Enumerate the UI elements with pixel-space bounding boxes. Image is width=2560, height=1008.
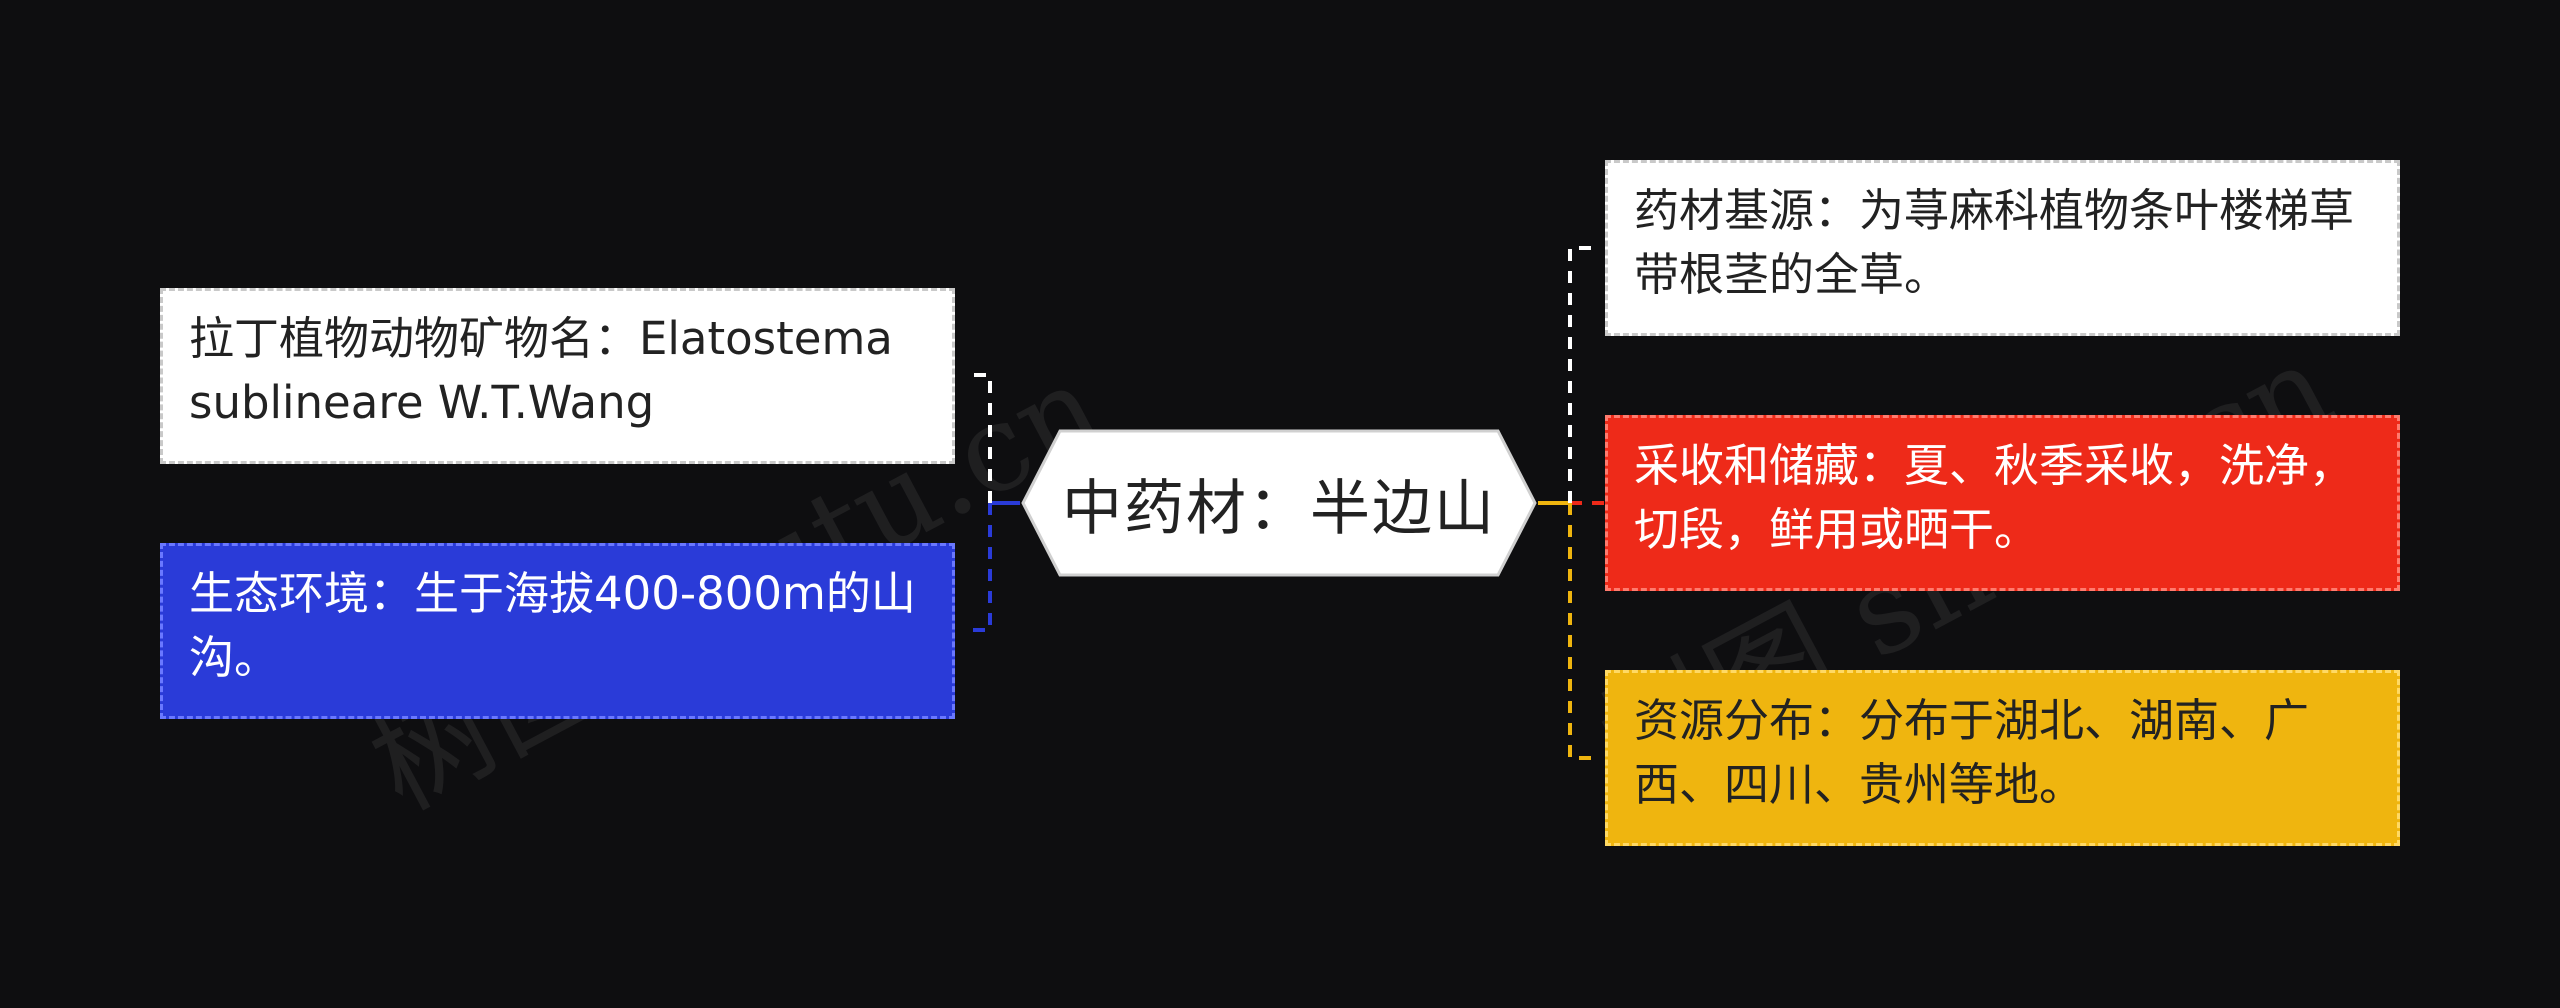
right-node-distribution[interactable]: 资源分布：分布于湖北、湖南、广西、四川、贵州等地。 [1605,670,2400,846]
left-node-ecology-text: 生态环境：生于海拔400-800m的山沟。 [189,567,916,684]
left-node-ecology[interactable]: 生态环境：生于海拔400-800m的山沟。 [160,543,955,719]
center-node-shape [1021,429,1537,577]
center-node-label[interactable]: 中药材：半边山 [1062,473,1496,544]
right-node-distribution-text: 资源分布：分布于湖北、湖南、广西、四川、贵州等地。 [1634,694,2310,811]
right-node-harvest[interactable]: 采收和储藏：夏、秋季采收，洗净，切段，鲜用或晒干。 [1605,415,2400,591]
right-node-harvest-text: 采收和储藏：夏、秋季采收，洗净，切段，鲜用或晒干。 [1634,439,2355,556]
connector-left-bracket-top [972,373,992,503]
left-node-latin-name-text: 拉丁植物动物矿物名：Elatostema sublineare W.T.Wang [189,312,893,429]
connector-right-bracket-top [1568,246,1600,503]
right-node-source[interactable]: 药材基源：为荨麻科植物条叶楼梯草带根茎的全草。 [1605,160,2400,336]
connector-left-bracket-bottom [972,503,992,632]
connector-right-bracket-bottom [1568,503,1600,760]
right-node-source-text: 药材基源：为荨麻科植物条叶楼梯草带根茎的全草。 [1634,184,2355,301]
left-node-latin-name[interactable]: 拉丁植物动物矿物名：Elatostema sublineare W.T.Wang [160,288,955,464]
